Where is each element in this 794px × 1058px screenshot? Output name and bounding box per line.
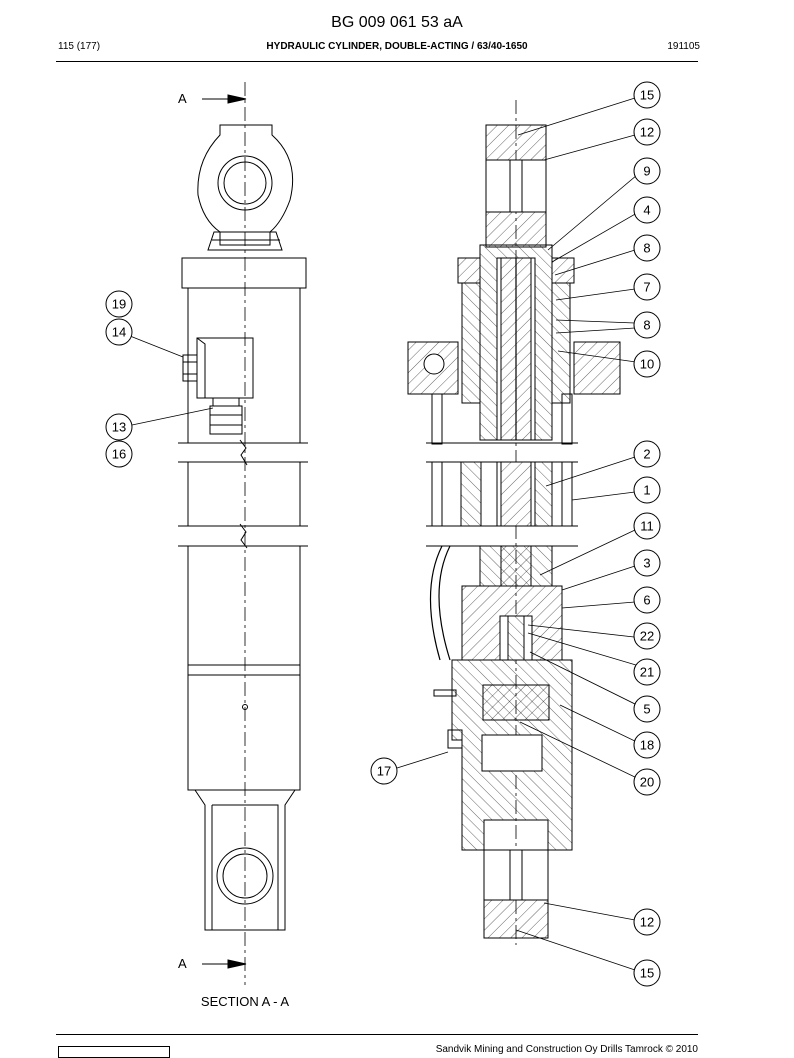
- callout-left-14-1: 14: [105, 318, 133, 346]
- callout-right-8-6: 8: [633, 311, 661, 339]
- leader-lines: [129, 97, 638, 971]
- section-marker-top: A: [178, 91, 187, 106]
- callout-number: 1: [643, 483, 650, 498]
- callout-number: 13: [112, 420, 126, 435]
- callout-number: 22: [640, 629, 654, 644]
- callout-number: 17: [377, 764, 391, 779]
- callout-right-18-16: 18: [633, 731, 661, 759]
- document-date: 191105: [667, 41, 700, 52]
- callout-number: 18: [640, 738, 654, 753]
- callout-number: 8: [643, 318, 650, 333]
- header-rule: [56, 61, 698, 62]
- callout-number: 4: [643, 203, 650, 218]
- callout-right-11-10: 11: [633, 512, 661, 540]
- callout-left-16-3: 16: [105, 440, 133, 468]
- callout-right-15-0: 15: [633, 81, 661, 109]
- title-spec: / 63/40-1650: [468, 41, 528, 52]
- callout-number: 12: [640, 125, 654, 140]
- callout-number: 5: [643, 702, 650, 717]
- callout-right-12-18: 12: [633, 908, 661, 936]
- callout-number: 15: [640, 88, 654, 103]
- callout-right-7-5: 7: [633, 273, 661, 301]
- callout-number: 21: [640, 665, 654, 680]
- callout-number: 20: [640, 775, 654, 790]
- callout-number: 8: [643, 241, 650, 256]
- callout-number: 16: [112, 447, 126, 462]
- callout-number: 12: [640, 915, 654, 930]
- callout-right-4-3: 4: [633, 196, 661, 224]
- callout-left-17-4: 17: [370, 757, 398, 785]
- callout-number: 19: [112, 297, 126, 312]
- callout-right-21-14: 21: [633, 658, 661, 686]
- callout-right-12-1: 12: [633, 118, 661, 146]
- callout-number: 11: [640, 519, 654, 534]
- callout-left-19-0: 19: [105, 290, 133, 318]
- callout-number: 15: [640, 966, 654, 981]
- callout-right-9-2: 9: [633, 157, 661, 185]
- footer-rule: [56, 1034, 698, 1035]
- callout-number: 7: [643, 280, 650, 295]
- callout-right-5-15: 5: [633, 695, 661, 723]
- callout-right-1-9: 1: [633, 476, 661, 504]
- callout-right-8-4: 8: [633, 234, 661, 262]
- footer-copyright: Sandvik Mining and Construction Oy Drill…: [435, 1044, 698, 1055]
- callout-number: 9: [643, 164, 650, 179]
- callout-right-20-17: 20: [633, 768, 661, 796]
- section-label: SECTION A - A: [201, 994, 289, 1009]
- exterior-view: [178, 82, 308, 985]
- document-id: BG 009 061 53 aA: [331, 14, 463, 31]
- callout-right-22-13: 22: [633, 622, 661, 650]
- page-number: 115 (177): [58, 41, 101, 52]
- title-main: HYDRAULIC CYLINDER, DOUBLE-ACTING: [266, 41, 469, 52]
- callout-right-3-11: 3: [633, 549, 661, 577]
- callout-left-13-2: 13: [105, 413, 133, 441]
- callout-number: 10: [640, 357, 654, 372]
- section-marker-bottom: A: [178, 956, 187, 971]
- page-title: HYDRAULIC CYLINDER, DOUBLE-ACTING / 63/4…: [0, 41, 794, 52]
- callout-right-10-7: 10: [633, 350, 661, 378]
- callout-right-2-8: 2: [633, 440, 661, 468]
- company-logo: [58, 1046, 170, 1058]
- callout-number: 14: [112, 325, 126, 340]
- callout-number: 3: [643, 556, 650, 571]
- cross-section-view: [407, 100, 621, 945]
- callout-right-15-19: 15: [633, 959, 661, 987]
- callout-right-6-12: 6: [633, 586, 661, 614]
- callout-number: 2: [643, 447, 650, 462]
- callout-number: 6: [643, 593, 650, 608]
